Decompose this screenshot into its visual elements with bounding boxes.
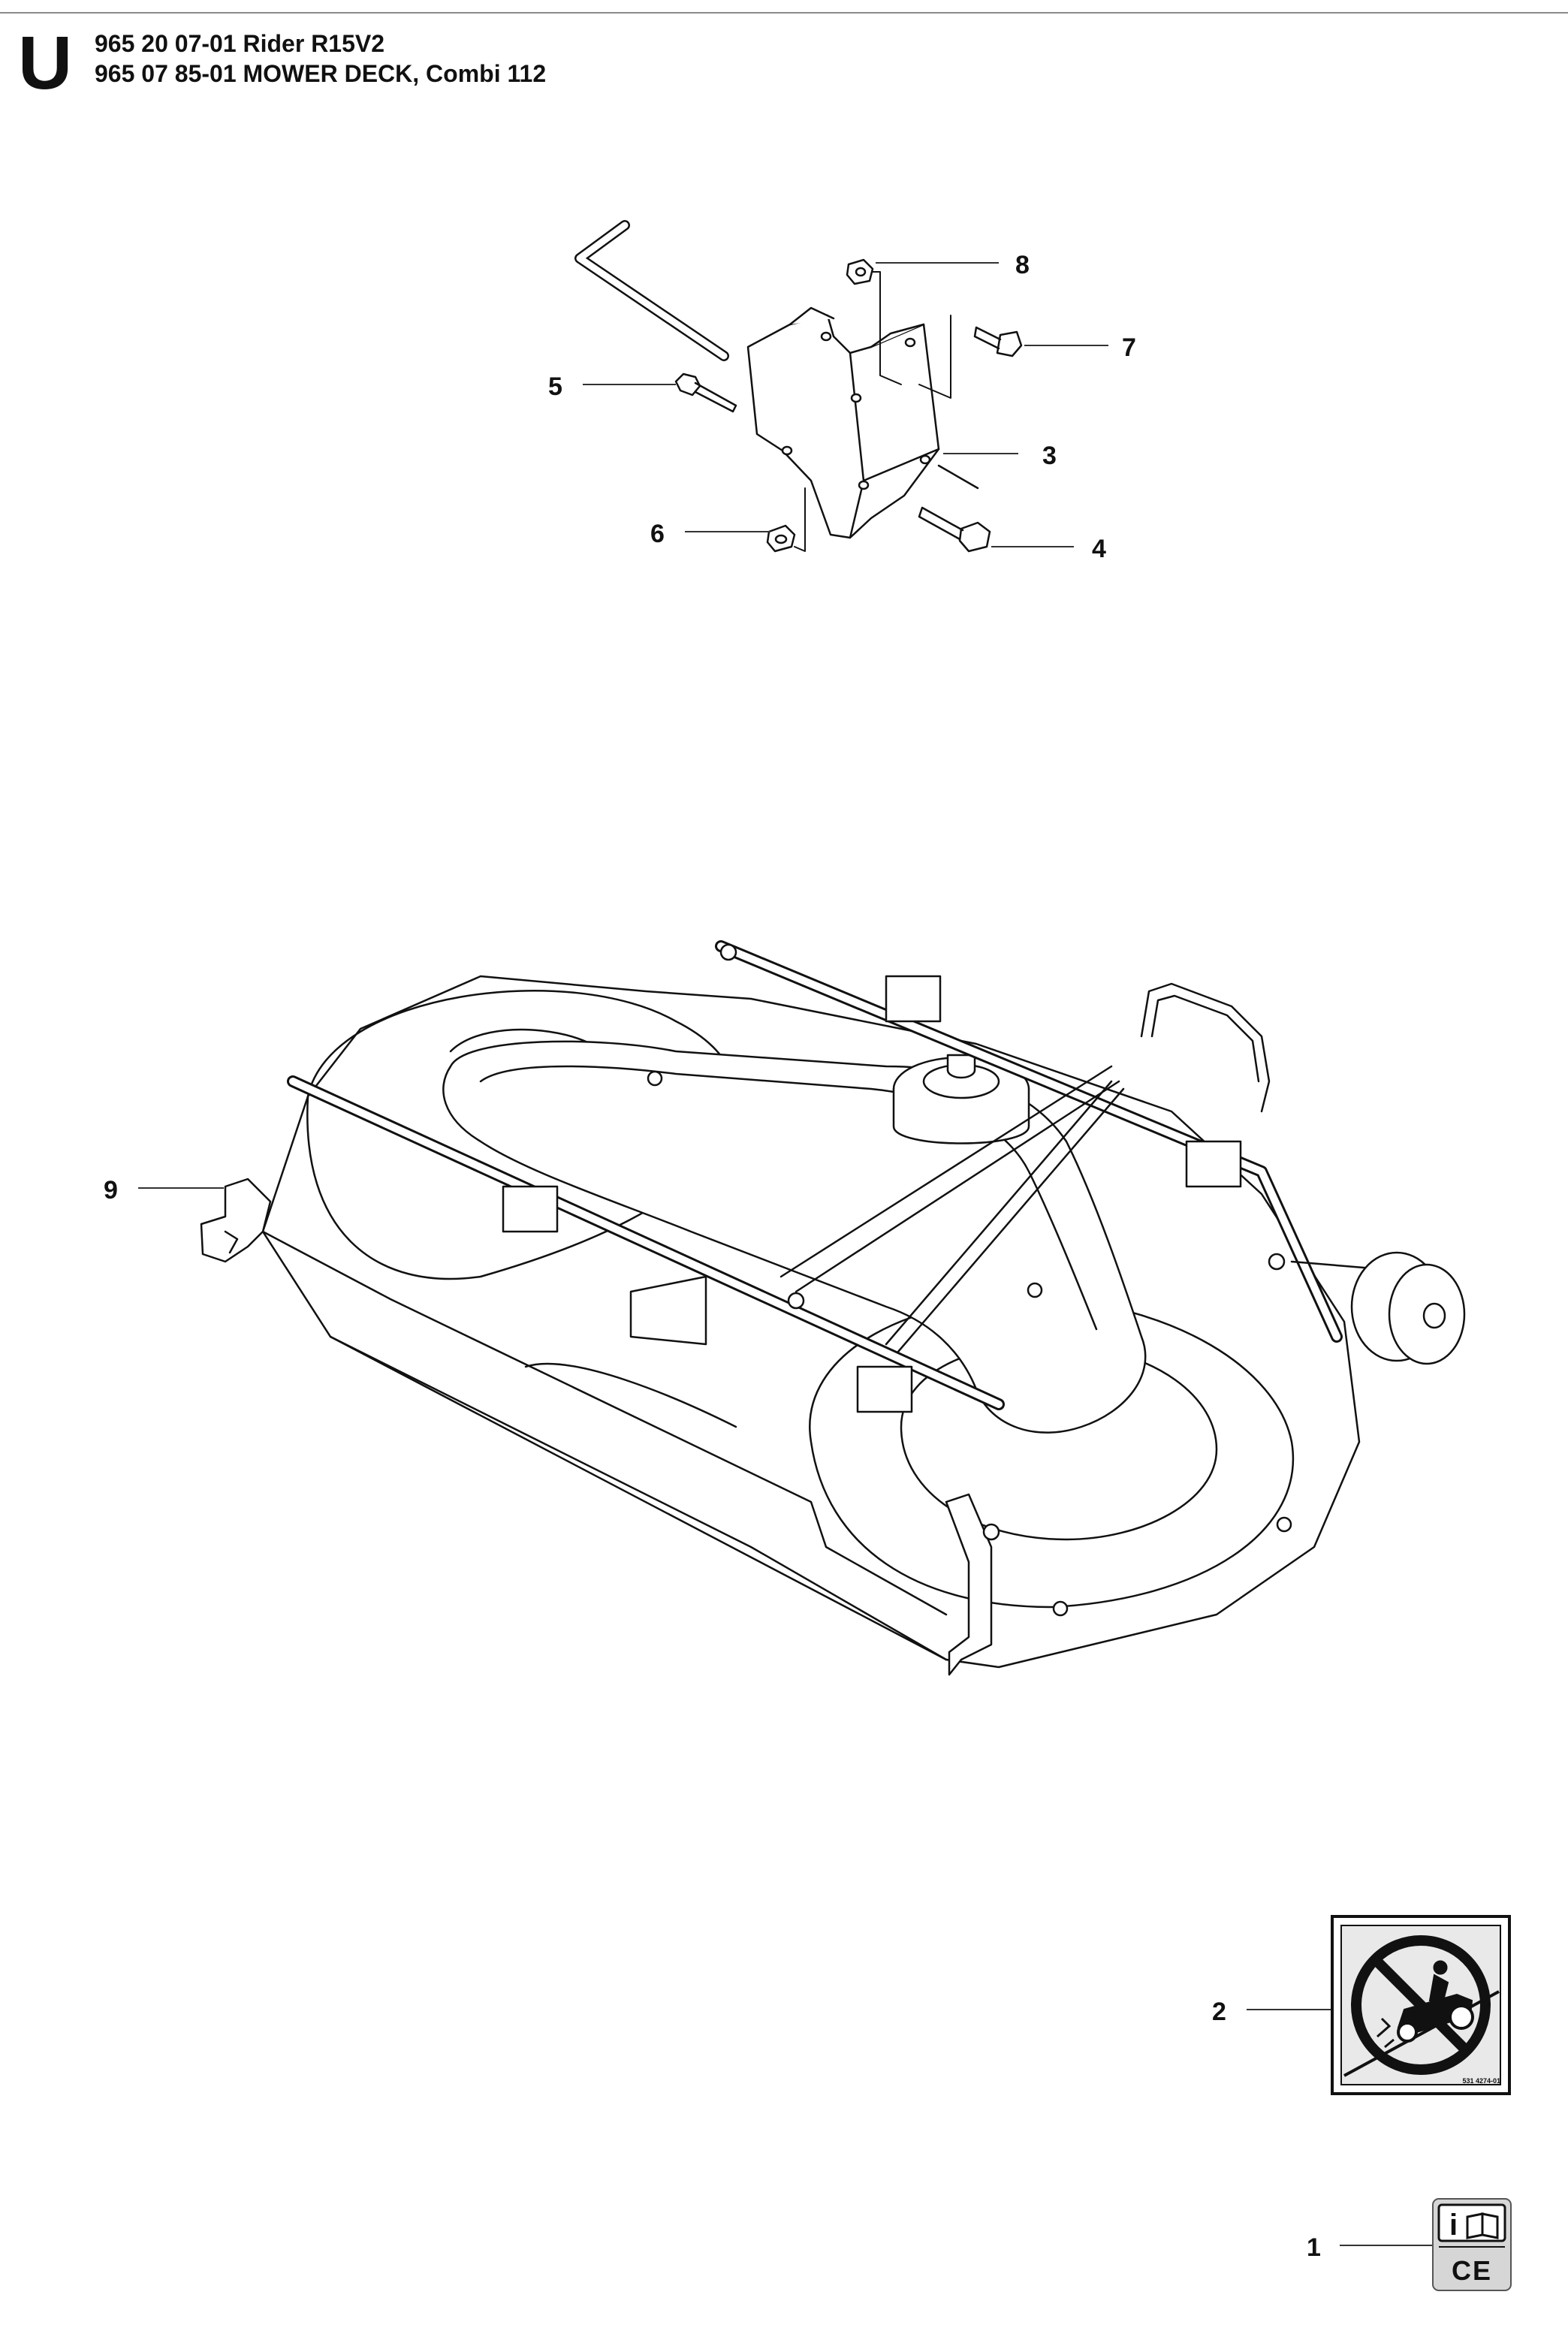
fastener-5 xyxy=(1276,1516,1292,1533)
callout-number-4: 4 xyxy=(1092,535,1106,563)
rider-mower-pictogram xyxy=(1377,1960,1474,2049)
fastener-7 xyxy=(787,1292,805,1310)
model-title: 965 20 07-01 Rider R15V2 xyxy=(95,30,385,57)
gauge-wheel xyxy=(1290,1251,1466,1365)
lift-handle xyxy=(1140,982,1271,1113)
nut-part-8 xyxy=(846,258,874,285)
tie-rod-2 xyxy=(795,1080,1120,1293)
clamp-block-4 xyxy=(1185,1140,1242,1188)
callout-number-1: 1 xyxy=(1307,2233,1321,2262)
fastener-6 xyxy=(1052,1600,1069,1617)
bent-rod xyxy=(574,220,729,361)
ce-mark: CE xyxy=(1452,2255,1492,2286)
tie-rod-1 xyxy=(779,1065,1113,1278)
hanger-bracket-right xyxy=(945,1493,993,1676)
callout-number-7: 7 xyxy=(1122,333,1136,362)
assembly-title: 965 07 85-01 MOWER DECK, Combi 112 xyxy=(95,60,547,87)
clamp-block-1 xyxy=(502,1185,559,1233)
slope-warning-decal: 531 4274-01 xyxy=(1331,1915,1511,2095)
callout-number-6: 6 xyxy=(650,520,665,548)
fastener-3 xyxy=(1027,1282,1043,1298)
bracket-plate xyxy=(746,306,979,539)
hanger-bracket-part-9 xyxy=(200,1178,272,1263)
deck-vent-slot xyxy=(524,1362,737,1428)
clamp-block-3 xyxy=(885,975,942,1023)
tie-rod-3 xyxy=(885,1080,1113,1346)
prohibition-slash xyxy=(1370,1955,1471,2055)
bolt-part-7 xyxy=(973,326,1023,357)
guide-line-nut-6 xyxy=(794,487,806,552)
guide-line-bolt-7 xyxy=(918,315,951,399)
slope-ground-line xyxy=(1343,1990,1500,2077)
top-rule xyxy=(0,12,1568,14)
operator-manual-badge: i CE xyxy=(1432,2198,1512,2291)
clamp-block-2 xyxy=(856,1365,913,1413)
nut-part-6 xyxy=(766,524,796,553)
hanger-bracket-slot xyxy=(224,1230,239,1254)
callout-number-2: 2 xyxy=(1212,1998,1226,2026)
fastener-8 xyxy=(982,1523,1000,1541)
callout-number-8: 8 xyxy=(1015,251,1030,279)
info-icon: i xyxy=(1449,2209,1458,2242)
mower-deck-drawing xyxy=(200,940,1466,1676)
callout-leaders xyxy=(138,262,1434,2246)
fastener-2 xyxy=(647,1070,663,1087)
prohibition-circle xyxy=(1351,1935,1491,2075)
callout-number-3: 3 xyxy=(1042,442,1057,470)
fastener-1 xyxy=(719,943,737,961)
bolt-part-4 xyxy=(918,506,991,553)
decal-code: 531 4274-01 xyxy=(1462,2077,1500,2085)
fastener-4 xyxy=(1268,1253,1286,1271)
section-letter: U xyxy=(18,21,73,105)
tie-rod-4 xyxy=(897,1087,1125,1353)
callout-number-9: 9 xyxy=(104,1176,118,1205)
deck-side-skirt xyxy=(261,1230,948,1616)
guide-line-nut-8 xyxy=(872,271,902,385)
callout-numbers: 8 7 5 3 6 4 9 2 1 xyxy=(104,251,1321,2262)
cutting-slot-plate xyxy=(629,1275,707,1346)
bolt-part-5 xyxy=(674,372,737,413)
bracket-assembly xyxy=(574,220,1023,553)
book-icon xyxy=(1466,2212,1499,2239)
lift-arm-front xyxy=(287,1075,1005,1410)
callout-number-5: 5 xyxy=(548,372,562,401)
lift-handle-inner xyxy=(1150,994,1260,1083)
deck-lower-lip xyxy=(329,1335,948,1661)
center-pulley xyxy=(892,1054,1030,1144)
